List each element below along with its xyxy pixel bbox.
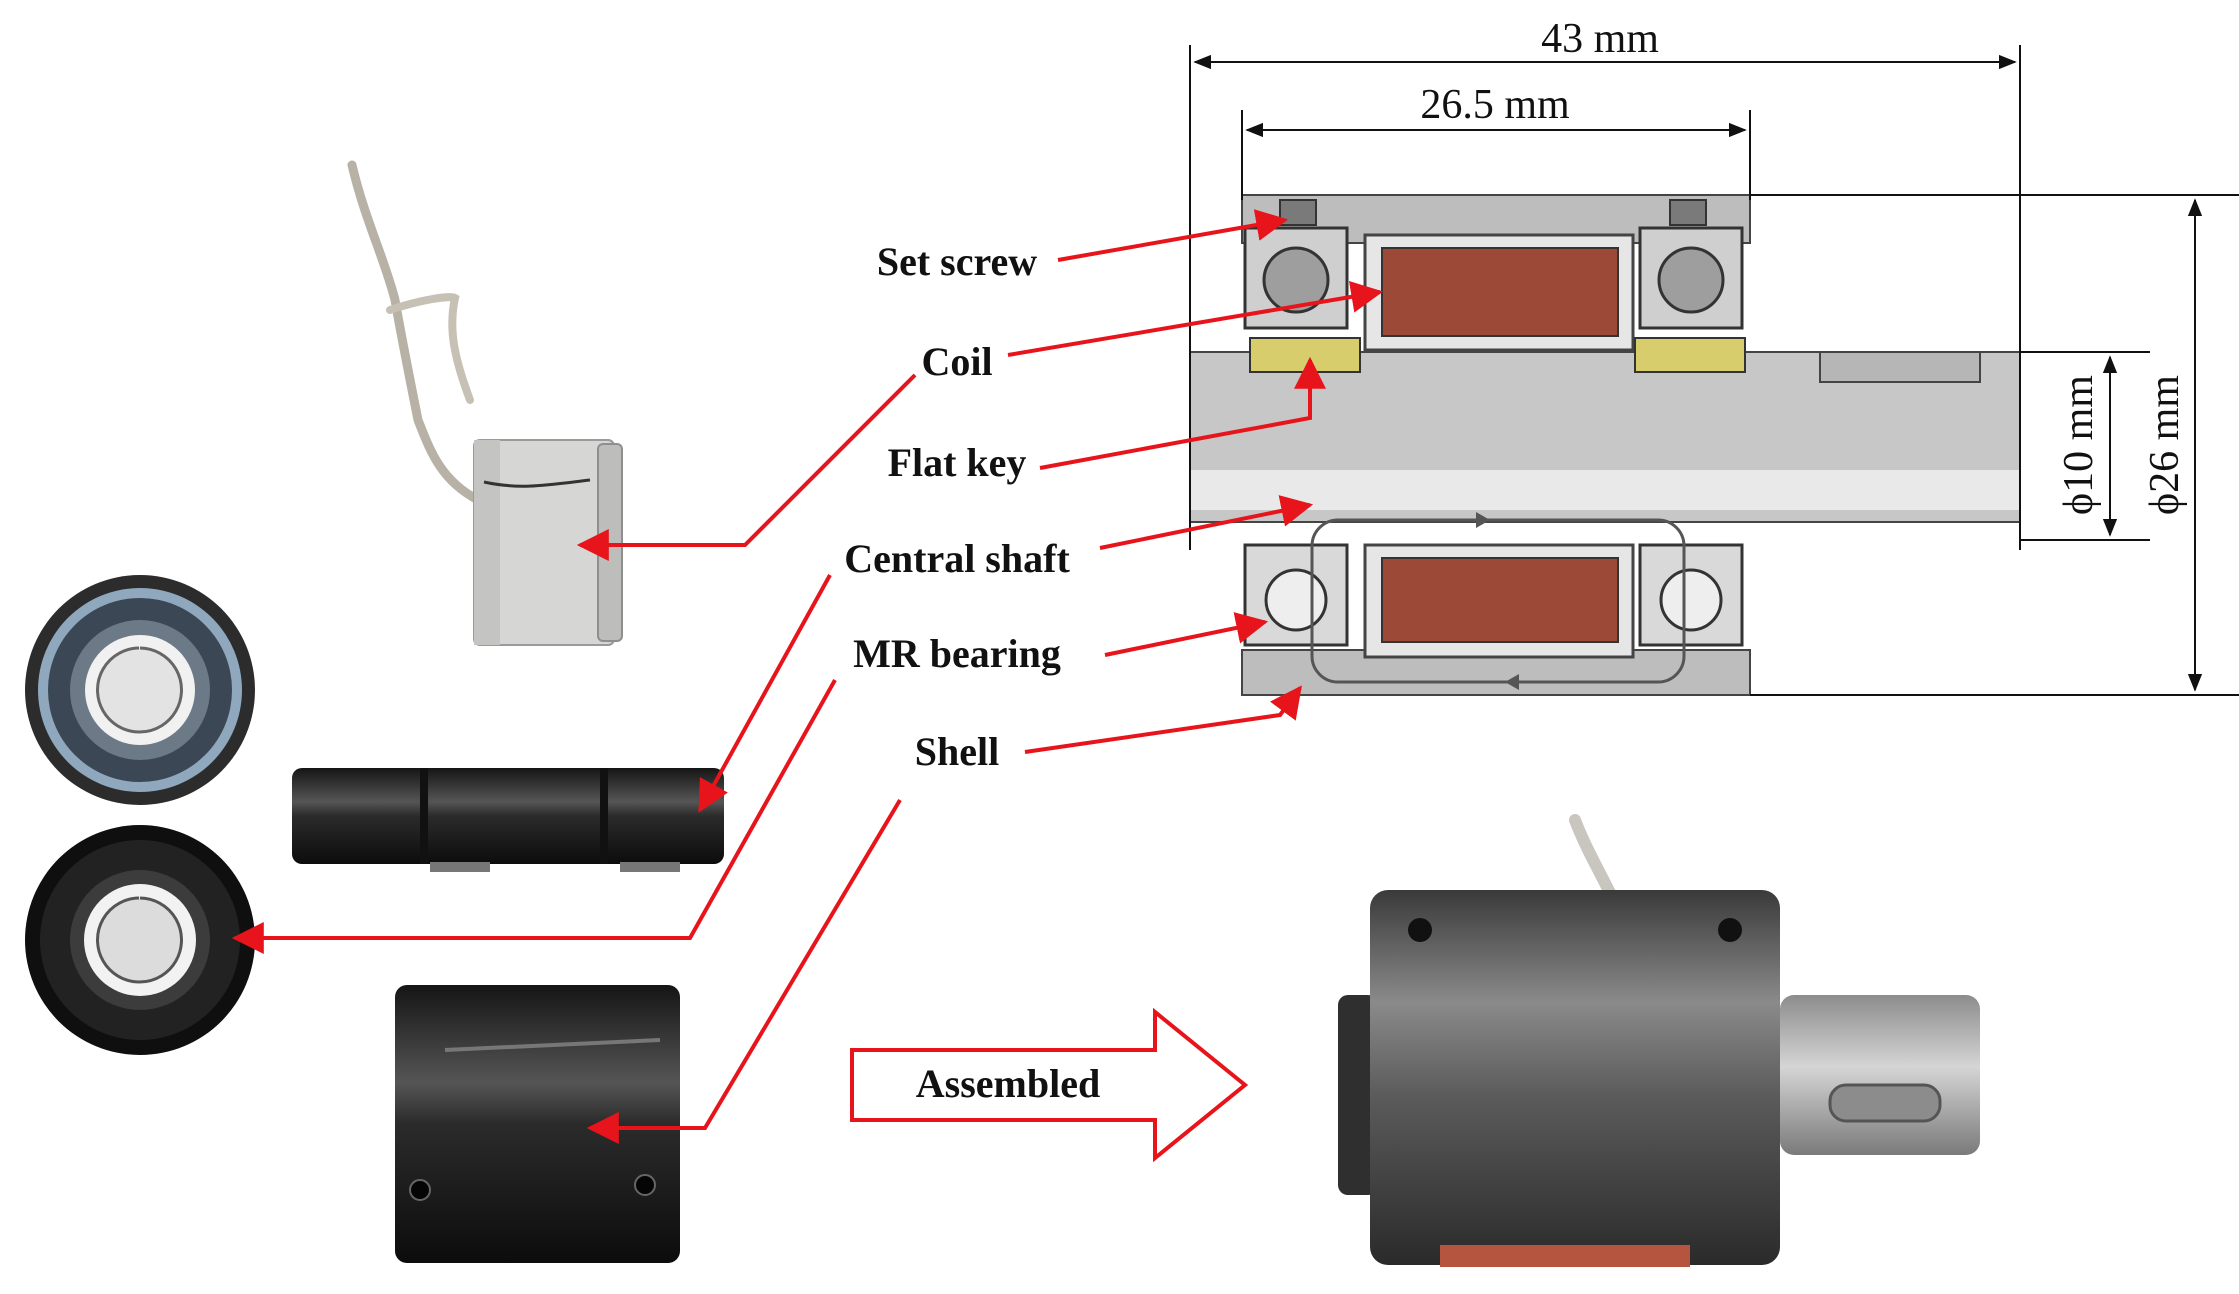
central-shaft-photo [292,768,724,872]
shell-arrow-section [1024,685,1302,754]
shell-label: Shell [915,729,999,774]
cross-section-drawing [1189,194,2021,696]
assembled-label: Assembled [916,1061,1100,1106]
central-shaft-arrow-photo [698,574,832,813]
flat-key-arrow [1039,356,1326,470]
dimension-lines [1189,45,2239,696]
assembled-arrow-icon [850,1007,1249,1163]
mr-bearing-arrow-section [1104,612,1269,657]
mr-bearing-label: MR bearing [853,631,1061,676]
shell-photo [395,985,680,1263]
mr-bearing-arrow-photo [231,679,837,954]
sealed-bearing-photo [25,825,255,1055]
central-shaft-label: Central shaft [844,536,1070,581]
shaft-diameter-label: ϕ10 mm [2056,375,2102,515]
shell-arrow-photo [586,798,902,1144]
coil-arrow-section [1007,281,1384,357]
coil-photo [347,160,623,646]
central-shaft-arrow-section [1099,495,1314,550]
coil-label: Coil [921,339,992,384]
shielded-bearing-photo [25,575,255,805]
set-screw-arrow [1057,209,1289,262]
set-screw-label: Set screw [877,239,1037,284]
assembled-device-photo [1338,814,1980,1267]
flat-key-label: Flat key [888,440,1027,485]
overall-length-label: 43 mm [1541,16,1659,62]
outer-diameter-label: ϕ26 mm [2142,375,2188,515]
coil-arrow-photo [576,373,917,561]
inner-length-label: 26.5 mm [1420,82,1570,128]
callout-arrows [231,209,1384,1144]
